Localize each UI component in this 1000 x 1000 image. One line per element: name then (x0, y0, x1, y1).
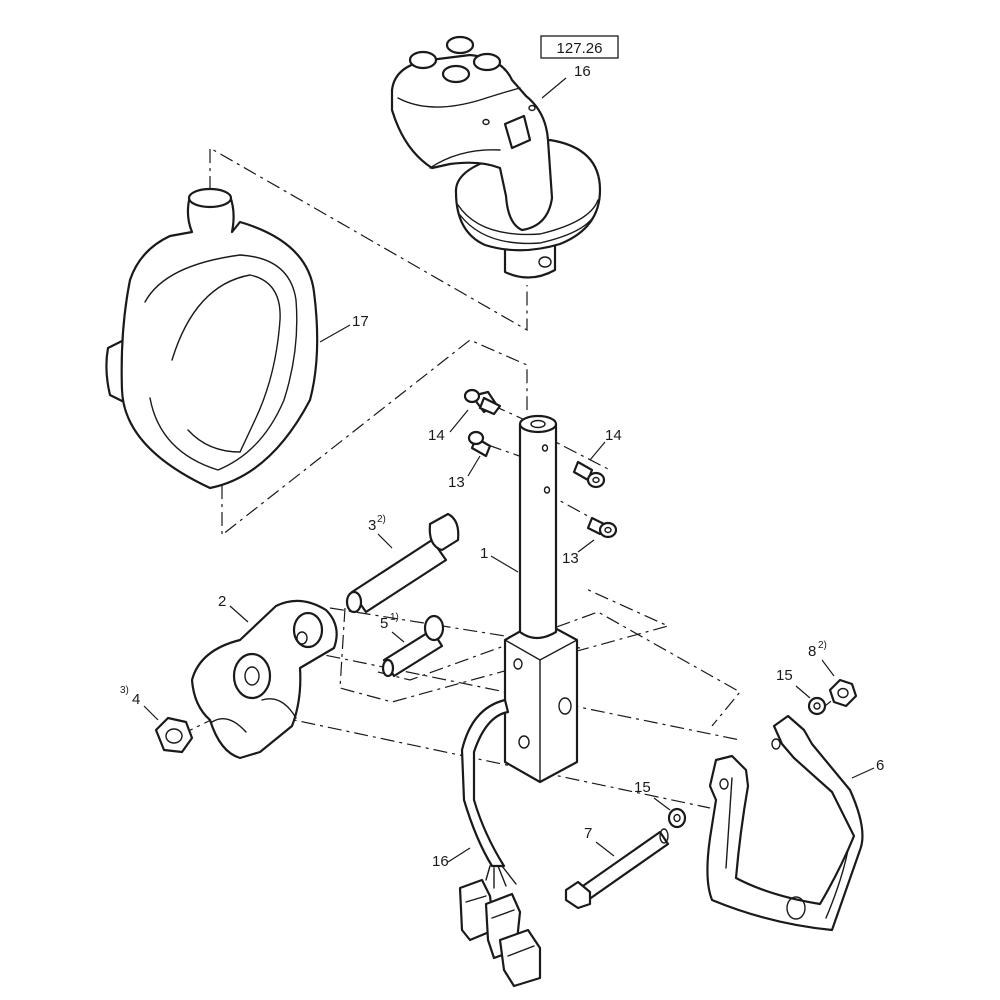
callout-2: 2 (218, 593, 226, 610)
callout-13-left: 13 (448, 474, 465, 491)
callout-6: 6 (876, 757, 884, 774)
washer-15-lower (667, 807, 687, 829)
mounting-bracket (190, 599, 338, 760)
joystick-grip (390, 35, 602, 279)
wiring-harness (458, 698, 542, 988)
callout-1: 1 (480, 545, 488, 562)
bolt-5 (381, 614, 445, 678)
bolt-7 (564, 828, 670, 910)
handle-loop (706, 714, 864, 932)
callout-8-note: 2) (818, 640, 827, 651)
callout-5: 5 (380, 615, 388, 632)
callout-5-note: 1) (390, 612, 399, 623)
rubber-boot (105, 187, 319, 490)
screw-14-right (572, 460, 606, 489)
nut-4 (154, 716, 194, 754)
nut-8 (828, 678, 858, 708)
callout-7: 7 (584, 825, 592, 842)
callout-4: 4 (132, 691, 140, 708)
callout-15-lower: 15 (634, 779, 651, 796)
callout-16-bottom: 16 (432, 853, 449, 870)
callout-13-right: 13 (562, 550, 579, 567)
reference-box: 127.26 (540, 35, 619, 59)
grip-button-icon (408, 35, 502, 84)
screw-14-left (463, 388, 502, 416)
screw-13-left (467, 430, 492, 458)
callout-8: 8 (808, 643, 816, 660)
callout-14-right: 14 (605, 427, 622, 444)
callout-16-top: 16 (574, 63, 591, 80)
callout-17: 17 (352, 313, 369, 330)
callout-3-note: 2) (377, 514, 386, 525)
washer-15-upper (807, 696, 827, 716)
screw-13-right (586, 516, 618, 539)
reference-number: 127.26 (557, 40, 603, 57)
callout-14-left: 14 (428, 427, 445, 444)
bolt-3 (345, 512, 460, 614)
callout-4-note: 3) (120, 685, 129, 696)
callout-3: 3 (368, 517, 376, 534)
lever-shaft (503, 414, 579, 784)
callout-15-upper: 15 (776, 667, 793, 684)
